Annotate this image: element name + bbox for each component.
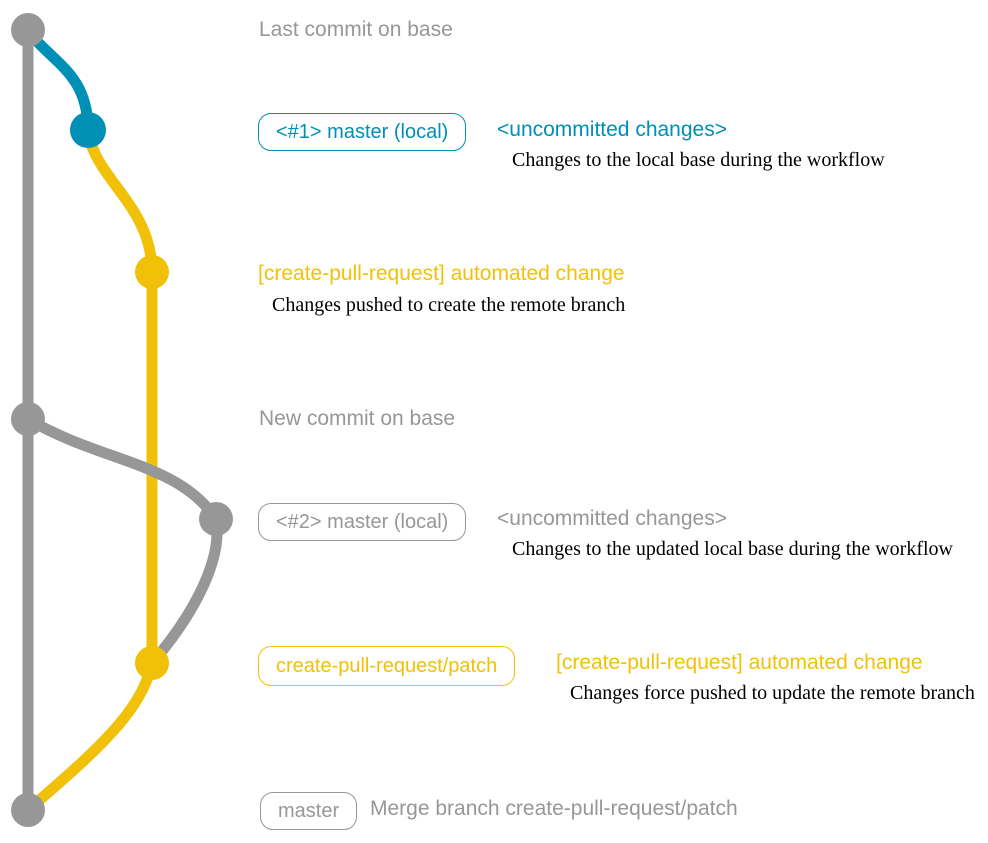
commit-node-merge bbox=[11, 793, 45, 827]
caption-merge-branch: Merge branch create-pull-request/patch bbox=[370, 797, 738, 820]
note-title-automated-change-2: [create-pull-request] automated change bbox=[556, 651, 923, 674]
caption-new-commit-on-base: New commit on base bbox=[259, 407, 456, 430]
branch-label-master-local-1: <#1> master (local) bbox=[258, 113, 467, 151]
caption-last-commit-on-base: Last commit on base bbox=[259, 18, 453, 41]
note-desc-automated-change-1: Changes pushed to create the remote bran… bbox=[272, 294, 626, 316]
patch-branch-out-line bbox=[82, 124, 158, 278]
commit-node-create-pull-request-2 bbox=[135, 646, 169, 680]
note-title-automated-change-1: [create-pull-request] automated change bbox=[258, 262, 625, 285]
commit-node-last-base bbox=[11, 13, 45, 47]
note-title-uncommitted-changes-1: <uncommitted changes> bbox=[497, 118, 727, 141]
merge-line bbox=[22, 657, 158, 816]
commit-node-master-local-2 bbox=[199, 502, 233, 536]
note-desc-automated-change-2: Changes force pushed to update the remot… bbox=[570, 682, 975, 704]
note-desc-uncommitted-changes-2: Changes to the updated local base during… bbox=[512, 538, 953, 560]
branch-label-master: master bbox=[260, 792, 358, 830]
branch-label-create-pull-request-patch: create-pull-request/patch bbox=[258, 646, 516, 686]
commit-node-master-local-1 bbox=[70, 112, 106, 148]
rebased-master-branch-line bbox=[22, 413, 222, 525]
branch-label-master-local-2: <#2> master (local) bbox=[258, 503, 467, 541]
note-title-uncommitted-changes-2: <uncommitted changes> bbox=[497, 507, 727, 530]
note-desc-uncommitted-changes-1: Changes to the local base during the wor… bbox=[512, 149, 885, 171]
commit-node-new-base bbox=[11, 402, 45, 436]
commit-node-create-pull-request-1 bbox=[135, 255, 169, 289]
force-push-line bbox=[146, 513, 223, 669]
